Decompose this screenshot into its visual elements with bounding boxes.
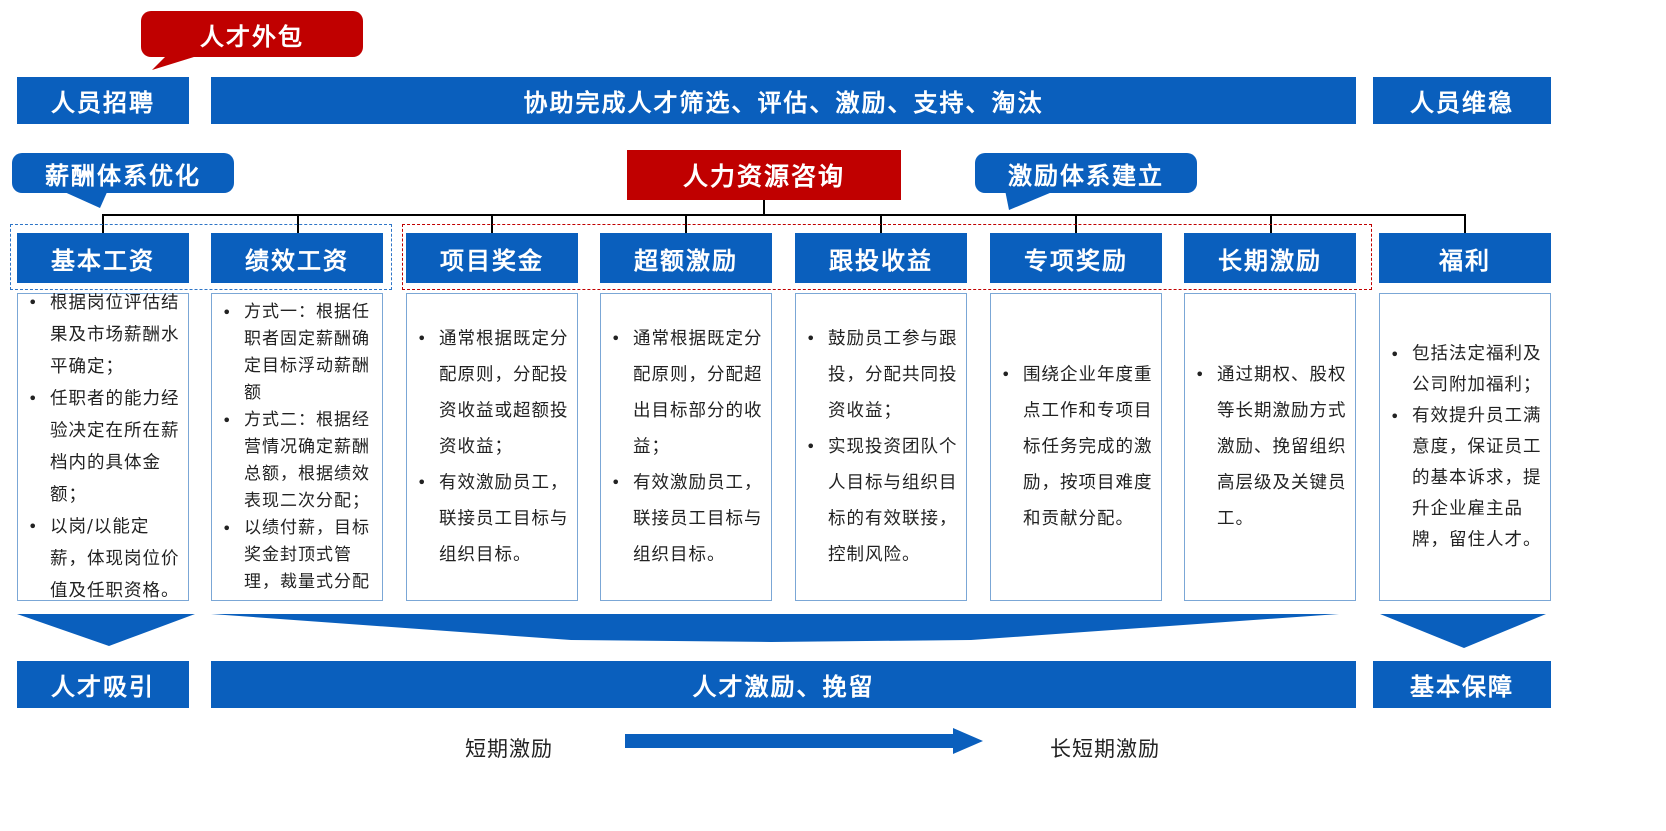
col-header-base-salary-label: 基本工资 [51, 245, 155, 275]
hr-consulting-box: 人力资源咨询 [627, 150, 901, 200]
tree-drop-7 [1270, 214, 1272, 248]
col-header-project-bonus-label: 项目奖金 [440, 245, 544, 275]
bar-recruitment-label: 人员招聘 [51, 88, 155, 117]
tree-drop-6 [1075, 214, 1077, 248]
col-body-project-bonus: 通常根据既定分配原则，分配投资收益或超额投资收益； 有效激励员工，联接员工目标与… [406, 293, 578, 601]
tree-drop-5 [880, 214, 882, 248]
list-item: 有效激励员工，联接员工目标与组织目标。 [609, 465, 765, 573]
callout-salary-optimization-tail [60, 190, 108, 208]
col-header-performance-salary-label: 绩效工资 [245, 245, 349, 275]
list-item: 有效激励员工，联接员工目标与组织目标。 [415, 465, 571, 573]
incentive-group-outline [402, 224, 1372, 290]
tree-drop-1 [102, 214, 104, 248]
list-item: 以岗/以能定薪，体现岗位价值及任职资格。 [26, 511, 182, 607]
timeline-arrow [625, 728, 983, 754]
callout-salary-optimization: 薪酬体系优化 [12, 153, 234, 193]
callout-incentive-system: 激励体系建立 [975, 153, 1197, 193]
bar-retention-label: 人员维稳 [1410, 88, 1514, 117]
callout-talent-outsourcing-label: 人才外包 [200, 21, 304, 51]
list-item: 包括法定福利及公司附加福利； [1388, 339, 1544, 401]
list-item: 方式一：根据任职者固定薪酬确定目标浮动薪酬额 [220, 299, 376, 407]
list-item: 以绩付薪，目标奖金封顶式管理，裁量式分配 [220, 515, 376, 596]
callout-talent-outsourcing: 人才外包 [141, 11, 363, 57]
col-header-excess-incentive-label: 超额激励 [634, 245, 738, 275]
bar-assist-label: 协助完成人才筛选、评估、激励、支持、淘汰 [523, 88, 1044, 117]
tree-drop-4 [685, 214, 687, 248]
salary-group-outline [10, 224, 392, 290]
callout-incentive-system-label: 激励体系建立 [1008, 160, 1164, 190]
hr-consulting-label: 人力资源咨询 [682, 162, 845, 191]
bar-retention: 人员维稳 [1373, 77, 1551, 124]
col-header-special-award: 专项奖励 [990, 233, 1162, 283]
bar-basic-guarantee-label: 基本保障 [1410, 672, 1514, 701]
col-header-special-award-label: 专项奖励 [1024, 245, 1128, 275]
long-short-term-label: 长短期激励 [1050, 737, 1160, 761]
col-body-welfare: 包括法定福利及公司附加福利； 有效提升员工满意度，保证员工的基本诉求，提升企业雇… [1379, 293, 1551, 601]
chevron-middle [211, 614, 1339, 642]
chevron-left [17, 614, 195, 646]
list-item: 围绕企业年度重点工作和专项目标任务完成的激励，按项目难度和贡献分配。 [999, 357, 1155, 537]
col-header-project-bonus: 项目奖金 [406, 233, 578, 283]
bar-assist: 协助完成人才筛选、评估、激励、支持、淘汰 [211, 77, 1356, 124]
list-item: 方式二：根据经营情况确定薪酬总额，根据绩效表现二次分配； [220, 407, 376, 515]
short-term-label: 短期激励 [465, 737, 553, 761]
col-header-base-salary: 基本工资 [17, 233, 189, 283]
callout-talent-outsourcing-tail [152, 52, 210, 70]
col-header-excess-incentive: 超额激励 [600, 233, 772, 283]
col-header-coinvest-return-label: 跟投收益 [829, 245, 933, 275]
col-header-welfare: 福利 [1379, 233, 1551, 283]
bar-talent-motivation-label: 人才激励、挽留 [692, 672, 875, 701]
col-header-coinvest-return: 跟投收益 [795, 233, 967, 283]
bar-talent-attraction-label: 人才吸引 [51, 672, 155, 701]
tree-drop-3 [491, 214, 493, 248]
bar-talent-attraction: 人才吸引 [17, 661, 189, 708]
col-body-base-salary: 根据岗位评估结果及市场薪酬水平确定； 任职者的能力经验决定在所在薪档内的具体金额… [17, 287, 189, 601]
list-item: 通过期权、股权等长期激励方式激励、挽留组织高层级及关键员工。 [1193, 357, 1349, 537]
list-item: 根据岗位评估结果及市场薪酬水平确定； [26, 287, 182, 383]
tree-stem [763, 200, 765, 215]
tree-horizontal [102, 214, 1466, 216]
col-body-special-award: 围绕企业年度重点工作和专项目标任务完成的激励，按项目难度和贡献分配。 [990, 293, 1162, 601]
list-item: 鼓励员工参与跟投，分配共同投资收益； [804, 321, 960, 429]
chevron-right [1380, 614, 1546, 648]
col-body-performance-salary: 方式一：根据任职者固定薪酬确定目标浮动薪酬额 方式二：根据经营情况确定薪酬总额，… [211, 293, 383, 601]
col-header-long-term-incentive: 长期激励 [1184, 233, 1356, 283]
bar-talent-motivation: 人才激励、挽留 [211, 661, 1356, 708]
list-item: 通常根据既定分配原则，分配超出目标部分的收益； [609, 321, 765, 465]
col-body-long-term-incentive: 通过期权、股权等长期激励方式激励、挽留组织高层级及关键员工。 [1184, 293, 1356, 601]
callout-salary-optimization-label: 薪酬体系优化 [45, 160, 201, 190]
col-body-coinvest-return: 鼓励员工参与跟投，分配共同投资收益； 实现投资团队个人目标与组织目标的有效联接，… [795, 293, 967, 601]
bar-basic-guarantee: 基本保障 [1373, 661, 1551, 708]
col-header-performance-salary: 绩效工资 [211, 233, 383, 283]
list-item: 任职者的能力经验决定在所在薪档内的具体金额； [26, 383, 182, 511]
col-header-long-term-incentive-label: 长期激励 [1218, 245, 1322, 275]
bar-recruitment: 人员招聘 [17, 77, 189, 124]
list-item: 通常根据既定分配原则，分配投资收益或超额投资收益； [415, 321, 571, 465]
tree-drop-8 [1464, 214, 1466, 248]
tree-drop-2 [297, 214, 299, 248]
list-item: 有效提升员工满意度，保证员工的基本诉求，提升企业雇主品牌，留住人才。 [1388, 401, 1544, 556]
list-item: 实现投资团队个人目标与组织目标的有效联接，控制风险。 [804, 429, 960, 573]
callout-incentive-system-tail [1005, 190, 1057, 210]
col-header-welfare-label: 福利 [1439, 245, 1491, 275]
col-body-excess-incentive: 通常根据既定分配原则，分配超出目标部分的收益； 有效激励员工，联接员工目标与组织… [600, 293, 772, 601]
